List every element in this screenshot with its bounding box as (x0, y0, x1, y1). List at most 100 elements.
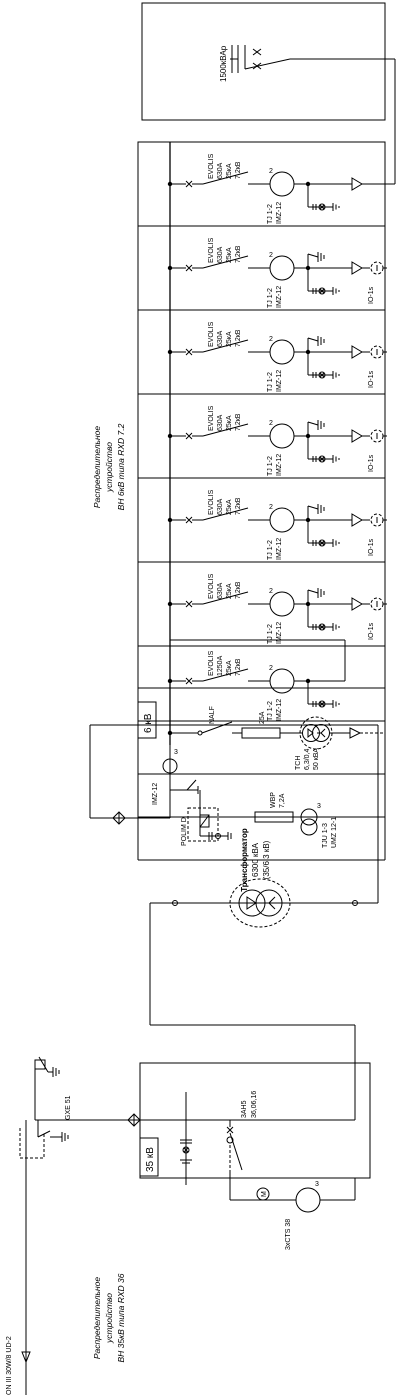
rxd36-title-2: устройство (104, 1293, 114, 1344)
aux-tsn-3: 50 кВА (313, 748, 320, 770)
rxd72-title-3: ВН 6кВ типа RXD 7.2 (116, 423, 126, 510)
rxd72-title-2: устройство (104, 442, 114, 493)
feeder-6-breaker-2: 630А (217, 582, 224, 599)
feeder-2-breaker-2: 630А (217, 246, 224, 263)
feeder-4: EVOLIS 630А 25кА 7.2кВ 2 TJ 1-2 IMZ-12 I… (167, 405, 388, 476)
line-switch-label: ON III 30W/8 UD-2 (6, 1336, 13, 1395)
line-arrester-label: GXE 51 (65, 1095, 72, 1120)
feeder-3-ct-ratio: 2 (269, 336, 273, 343)
vt-panel: IMZ-12 3 WBP 7,2А 3 TJU 1-3 UMZ 12-1 POL… (112, 745, 386, 861)
vt-ct-label: IMZ-12 (152, 783, 159, 805)
feeder-5: EVOLIS 630А 25кА 7.2кВ 2 TJ 1-2 IMZ-12 I… (167, 489, 388, 560)
vt-ct-ratio: 3 (174, 749, 178, 756)
vt-vt-1: TJU 1-3 (322, 823, 329, 848)
feeder-2-breaker-1: EVOLIS (208, 237, 215, 263)
incomer-ct-ratio: 2 (269, 665, 273, 672)
aux-tsn-1: ТСН (295, 756, 302, 770)
incomer-ct-1: TJ 1-2 (267, 701, 274, 721)
voltage-tag-6kv (137, 701, 157, 739)
feeder-3-breaker-3: 25кА (226, 331, 233, 347)
feeder-2-earth-ct: IO-1s (368, 286, 375, 304)
rxd36-title-1: Распределительное (92, 1277, 102, 1360)
feeder-5-breaker-3: 25кА (226, 499, 233, 515)
vt-fuse-1: WBP (270, 792, 277, 808)
feeder-6-earth-ct: IO-1s (368, 622, 375, 640)
incomer-ct-2: IMZ-12 (276, 699, 283, 721)
feeder-1: EVOLIS 630А 25кА 7.2кВ 2 TJ 1-2 IMZ-12 (167, 153, 395, 224)
transformer-rating: 6300 кВА (251, 842, 260, 877)
incomer-breaker-2: 1250А (217, 655, 224, 676)
vt-arrester-label: POLIM D (181, 817, 188, 846)
incomer-breaker-3: 25кА (226, 660, 233, 676)
aux-fuse-label: 25А (259, 711, 266, 724)
feeder-3-breaker-1: EVOLIS (208, 321, 215, 347)
aux-switch-label: NALF (209, 706, 216, 724)
feeder-3-breaker-4: 7.2кВ (235, 329, 242, 347)
vt-vt-ratio: 3 (317, 803, 321, 810)
feeder-1-ct-2: IMZ-12 (276, 202, 283, 224)
feeder-1-breaker-3: 25кА (226, 163, 233, 179)
feeder-2-ct-2: IMZ-12 (276, 286, 283, 308)
rxd36-switch-2: 36,06,16 (251, 1091, 258, 1118)
feeder-1-breaker-2: 630А (217, 162, 224, 179)
feeder-4-ct-2: IMZ-12 (276, 454, 283, 476)
transformer-title: Трансформатор (240, 828, 249, 892)
feeder-6-breaker-1: EVOLIS (208, 573, 215, 599)
feeder-1-breaker-1: EVOLIS (208, 153, 215, 179)
rxd36-title-3: ВН 35кВ типа RXD 36 (116, 1273, 126, 1362)
feeder-6-breaker-4: 7.2кВ (235, 581, 242, 599)
vt-fuse-2: 7,2А (279, 793, 286, 808)
feeder-6-breaker-3: 25кА (226, 583, 233, 599)
feeder-3-ct-1: TJ 1-2 (267, 372, 274, 392)
rxd36-motor: M (261, 1191, 268, 1197)
feeder-1-breaker-4: 7.2кВ (235, 161, 242, 179)
capacitor-box (141, 2, 386, 121)
feeder-5-earth-ct: IO-1s (368, 538, 375, 556)
feeder-5-ct-2: IMZ-12 (276, 538, 283, 560)
feeder-4-breaker-4: 7.2кВ (235, 413, 242, 431)
feeder-4-breaker-1: EVOLIS (208, 405, 215, 431)
aux-feeder: NALF 25А ТСН 6,3/0,4 50 кВА (167, 706, 384, 770)
line-in: GXE 51 ON III 30W/8 UD-2 (6, 1056, 72, 1395)
feeder-5-breaker-1: EVOLIS (208, 489, 215, 515)
feeder-4-breaker-3: 25кА (226, 415, 233, 431)
rxd36-ct-ratio: 3 (315, 1181, 319, 1188)
main-transformer: Трансформатор 6300 кВА (35/6,3 кВ) (89, 724, 379, 1063)
feeder-2: EVOLIS 630А 25кА 7.2кВ 2 TJ 1-2 IMZ-12 I… (167, 237, 388, 308)
incomer-6kv: EVOLIS 1250А 25кА 7.2кВ 2 TJ 1-2 IMZ-12 (167, 650, 345, 721)
feeder-3-ct-2: IMZ-12 (276, 370, 283, 392)
feeder-5-ct-ratio: 2 (269, 504, 273, 511)
rxd36-switch-1: 3АН5 (241, 1100, 248, 1118)
transformer-ratio: (35/6,3 кВ) (262, 840, 271, 879)
rxd36-panel: 35 кВ M 3АН5 36,06,16 3 3xCTS 38 (35, 1062, 371, 1250)
voltage-tag-35kv-label: 35 кВ (145, 1147, 156, 1172)
feeder-2-breaker-4: 7.2кВ (235, 245, 242, 263)
feeder-3-breaker-2: 630А (217, 330, 224, 347)
feeder-5-breaker-2: 630А (217, 498, 224, 515)
feeder-4-ct-1: TJ 1-2 (267, 456, 274, 476)
rxd36-ct-label: 3xCTS 38 (285, 1219, 292, 1250)
feeder-6-ct-ratio: 2 (269, 588, 273, 595)
feeder-5-breaker-4: 7.2кВ (235, 497, 242, 515)
feeder-1-ct-ratio: 2 (269, 168, 273, 175)
incomer-breaker-1: EVOLIS (208, 650, 215, 676)
voltage-tag-35kv (139, 1137, 159, 1177)
voltage-tag-6kv-label: 6 кВ (143, 713, 154, 733)
feeder-6: EVOLIS 630А 25кА 7.2кВ 2 TJ 1-2 IMZ-12 I… (167, 573, 388, 644)
feeder-4-ct-ratio: 2 (269, 420, 273, 427)
vt-vt-2: UMZ 12-1 (331, 817, 338, 848)
feeder-5-ct-1: TJ 1-2 (267, 540, 274, 560)
feeder-4-earth-ct: IO-1s (368, 454, 375, 472)
capacitor-label: 1500кВАр (219, 45, 228, 82)
feeder-4-breaker-2: 630А (217, 414, 224, 431)
feeder-2-ct-1: TJ 1-2 (267, 288, 274, 308)
feeder-6-ct-2: IMZ-12 (276, 622, 283, 644)
incomer-breaker-4: 7.2кВ (235, 658, 242, 676)
feeder-2-ct-ratio: 2 (269, 252, 273, 259)
aux-tsn-2: 6,3/0,4 (304, 748, 311, 770)
feeder-3: EVOLIS 630А 25кА 7.2кВ 2 TJ 1-2 IMZ-12 I… (167, 321, 388, 392)
rxd72-frame (137, 141, 386, 775)
feeder-3-earth-ct: IO-1s (368, 370, 375, 388)
feeder-2-breaker-3: 25кА (226, 247, 233, 263)
